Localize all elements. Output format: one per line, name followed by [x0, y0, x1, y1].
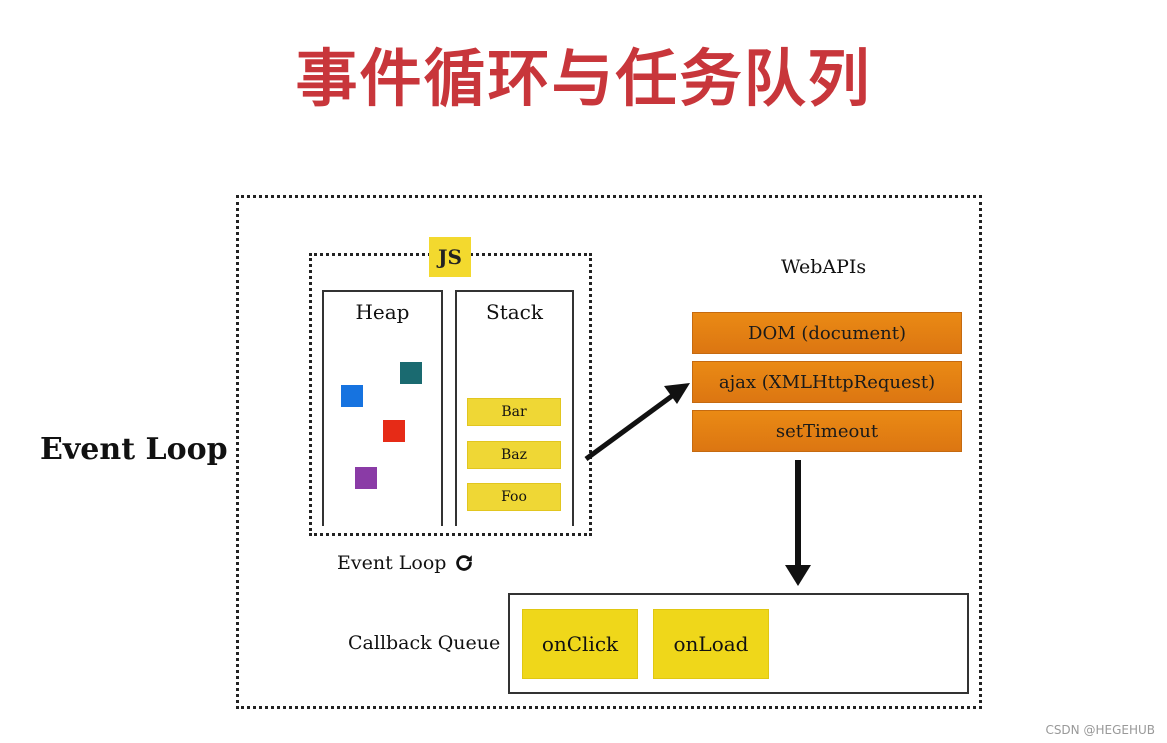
event-loop-label: Event Loop: [337, 552, 447, 574]
stack-frame-foo: Foo: [467, 483, 561, 511]
queue-item-onload: onLoad: [653, 609, 769, 679]
stack-frame-baz: Baz: [467, 441, 561, 469]
arrow-webapis-to-queue: [785, 460, 811, 586]
queue-item-onclick: onClick: [522, 609, 638, 679]
arrow-stack-to-webapis: [584, 383, 690, 462]
heap-panel: Heap: [322, 290, 443, 526]
stack-frame-bar: Bar: [467, 398, 561, 426]
callback-queue-label: Callback Queue: [348, 632, 501, 654]
webapi-settimeout: setTimeout: [692, 410, 962, 452]
heap-object-blue: [341, 385, 363, 407]
js-badge: JS: [429, 237, 471, 277]
webapis-title: WebAPIs: [781, 256, 867, 278]
page-title: 事件循环与任务队列: [295, 42, 872, 115]
browser-runtime-frame: [236, 195, 982, 709]
stack-title: Stack: [486, 300, 543, 324]
heap-object-purple: [355, 467, 377, 489]
stack-panel: Stack: [455, 290, 574, 526]
heap-title: Heap: [355, 300, 410, 324]
callback-queue-box: [508, 593, 969, 694]
refresh-icon: [456, 555, 472, 571]
heap-object-teal: [400, 362, 422, 384]
watermark: CSDN @HEGEHUB: [1045, 723, 1155, 737]
webapi-ajax: ajax (XMLHttpRequest): [692, 361, 962, 403]
side-label: Event Loop: [40, 432, 228, 467]
webapi-dom: DOM (document): [692, 312, 962, 354]
heap-object-red: [383, 420, 405, 442]
